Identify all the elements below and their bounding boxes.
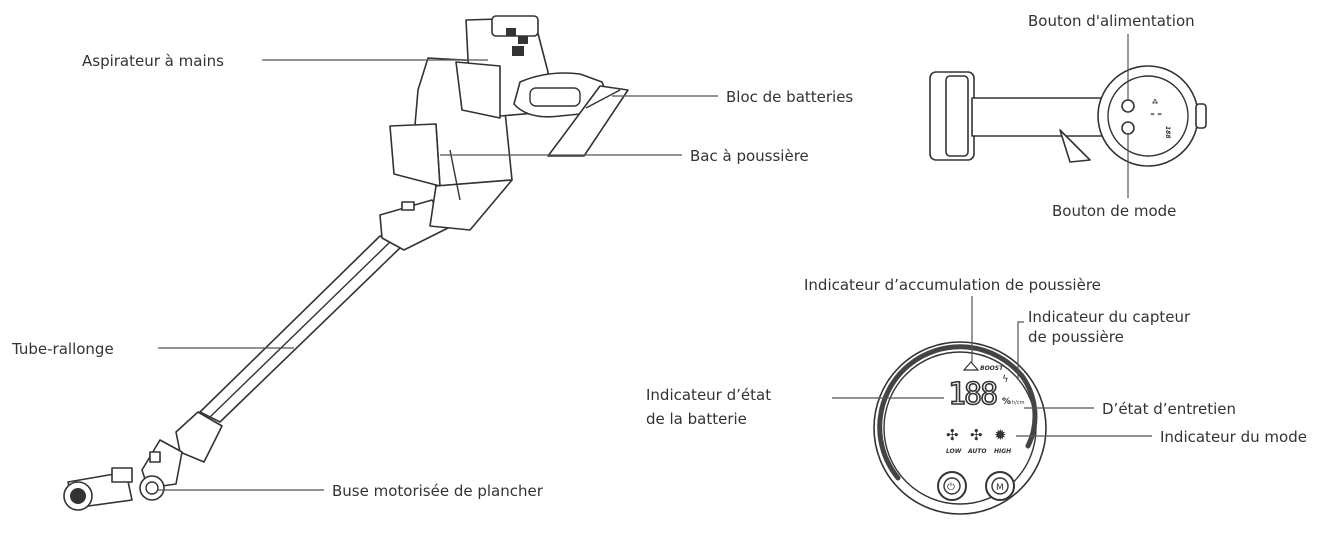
label-maintenance: D’état d’entretien — [1102, 400, 1236, 418]
extension-tube-shape — [199, 235, 403, 423]
label-dust-accumulation: Indicateur d’accumulation de poussière — [804, 276, 1101, 294]
fan-low-icon: ✣ — [946, 426, 959, 444]
label-power-button: Bouton d'alimentation — [1028, 12, 1195, 30]
battery-pack-shape — [513, 72, 629, 157]
tube-connector-shape — [175, 199, 449, 463]
lightning-icon: ϟ — [1002, 374, 1009, 385]
power-button[interactable]: ⏻ — [937, 471, 967, 501]
mode-low-label: LOW — [946, 448, 962, 455]
label-dust-sensor-1: Indicateur du capteur — [1028, 308, 1191, 326]
display-digits: 188 — [948, 377, 997, 412]
label-mode-indicator: Indicateur du mode — [1160, 428, 1307, 446]
percent-suffix: h/cm — [1012, 400, 1025, 406]
svg-text:= =: = = — [1150, 111, 1162, 118]
dust-accumulation-icon — [962, 361, 980, 371]
label-floor-nozzle: Buse motorisée de plancher — [332, 482, 544, 500]
svg-text:188: 188 — [1164, 126, 1171, 139]
display-outer-ring — [873, 341, 1047, 515]
fan-auto-icon: ✣ — [970, 426, 983, 444]
label-handheld: Aspirateur à mains — [82, 52, 224, 70]
floor-nozzle-shape — [63, 439, 183, 511]
label-battery-status-1: Indicateur d’état — [646, 386, 771, 404]
battery-arc — [877, 344, 1025, 481]
dust-bin-shape — [389, 57, 513, 231]
mode-icon: M — [996, 483, 1004, 493]
label-mode-button: Bouton de mode — [1052, 202, 1176, 220]
stick-vacuum-illustration — [63, 15, 629, 511]
label-battery-status-2: de la batterie — [646, 410, 747, 428]
label-dust-bin: Bac à poussière — [690, 147, 809, 165]
mode-auto-label: AUTO — [967, 448, 986, 455]
label-dust-sensor-2: de poussière — [1028, 328, 1124, 346]
boost-text: BOOST — [980, 365, 1004, 372]
mode-high-label: HIGH — [994, 448, 1011, 455]
top-view-illustration: ⁂ = = 188 — [929, 65, 1207, 167]
percent-sign: % — [1002, 397, 1011, 407]
display-panel: BOOST 188 ϟ % h/cm ✣ ✣ ✹ LOW AUTO HIGH ⏻… — [873, 341, 1047, 515]
label-battery-pack: Bloc de batteries — [726, 88, 853, 106]
label-extension-tube: Tube-rallonge — [11, 340, 114, 358]
leader-dust-sensor — [1017, 321, 1024, 380]
svg-text:⁂: ⁂ — [1152, 99, 1159, 106]
fan-high-icon: ✹ — [994, 426, 1007, 444]
mode-button[interactable]: M — [985, 471, 1015, 501]
power-icon: ⏻ — [947, 482, 955, 493]
